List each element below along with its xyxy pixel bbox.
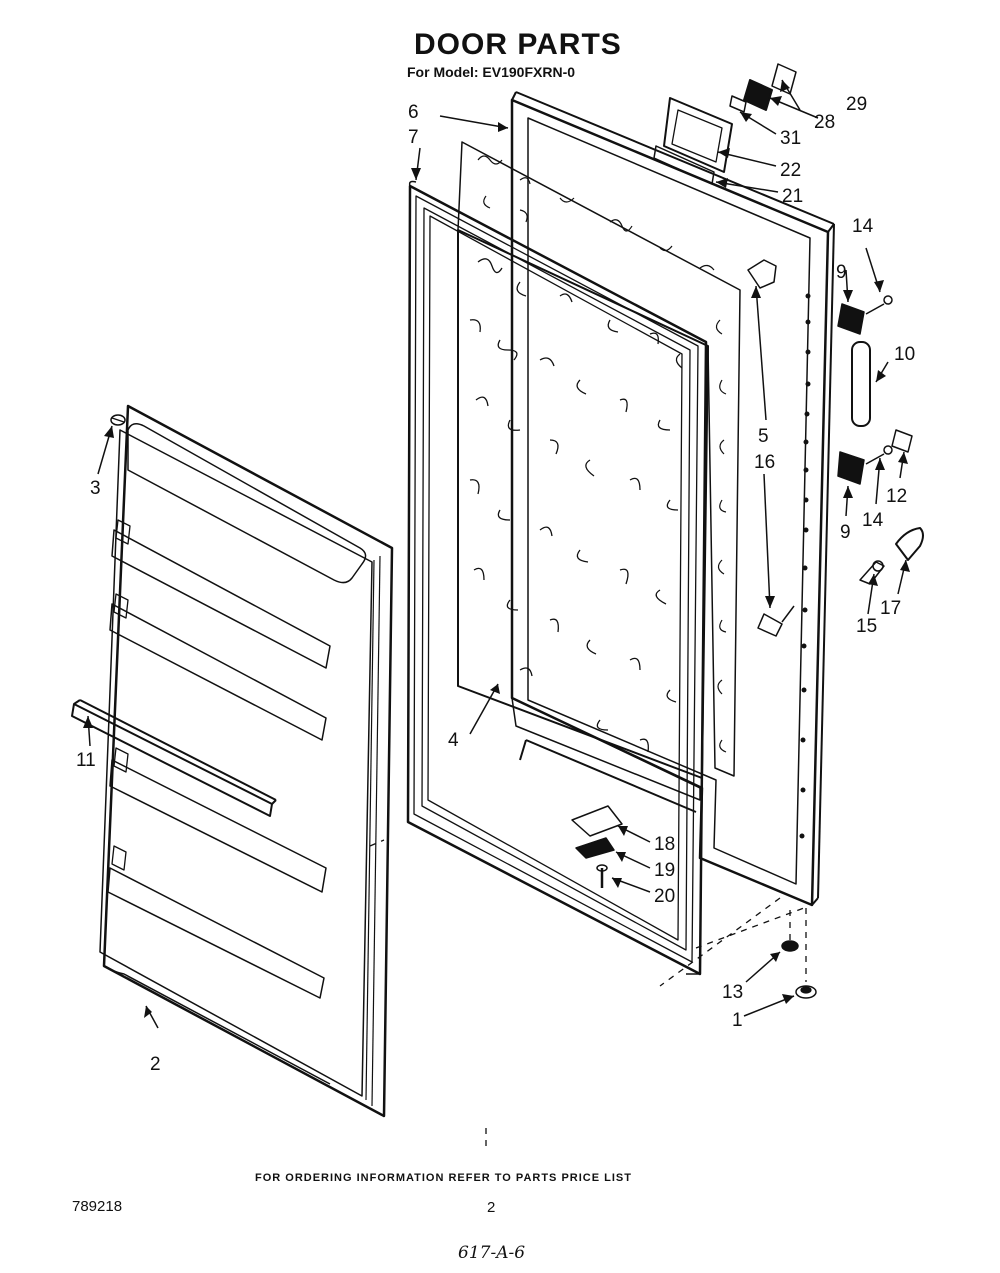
callout-19: 19 [654,860,675,881]
callout-17: 17 [880,598,901,619]
callout-28: 28 [814,112,835,133]
callout-10: 10 [894,344,915,365]
callout-5: 5 [758,426,769,447]
handle-cover-assembly [653,63,797,185]
arrowheads [83,80,910,1018]
callout-16: 16 [754,452,775,473]
screw-part-3 [110,414,126,426]
callout-31: 31 [780,128,801,149]
callout-18: 18 [654,834,675,855]
outer-door-panel [510,91,835,907]
callout-14-top: 14 [852,216,874,237]
callout-29: 29 [846,94,867,115]
callout-1: 1 [732,1010,743,1031]
foam-insulation-panel [457,141,741,777]
inner-door-liner [99,404,394,1118]
page-title: DOOR PARTS [414,28,622,61]
page-number: 2 [487,1199,496,1216]
callout-15: 15 [856,616,877,637]
document-number: 789218 [72,1198,123,1215]
handwritten-code: 617-A-6 [458,1243,526,1263]
shelf-retainer-bar [71,699,277,817]
callout-12: 12 [886,486,907,507]
callout-22: 22 [780,160,801,181]
callout-9-top: 9 [836,262,847,283]
inner-foam-block [457,229,709,779]
model-line: For Model: EV190FXRN-0 [407,64,576,80]
assembly-lines [369,839,807,1148]
callout-7: 7 [408,127,419,148]
callout-20: 20 [654,886,675,907]
callout-21: 21 [782,186,803,207]
edge-holes [799,293,811,839]
callout-9-bottom: 9 [840,522,851,543]
callout-3: 3 [90,478,101,499]
callout-labels: 6 7 4 5 16 3 11 2 29 28 31 22 21 14 9 10… [76,94,915,1075]
callout-13: 13 [722,982,743,1003]
leader-lines [87,79,907,1029]
door-gasket [406,180,708,976]
callout-2: 2 [150,1054,161,1075]
callout-4: 4 [448,730,459,751]
callout-6: 6 [408,102,419,123]
bottom-parts [571,805,817,999]
ordering-note: FOR ORDERING INFORMATION REFER TO PARTS … [255,1172,632,1184]
hinge-parts [747,259,924,637]
callout-11: 11 [76,750,96,771]
callout-14-bottom: 14 [862,510,884,531]
